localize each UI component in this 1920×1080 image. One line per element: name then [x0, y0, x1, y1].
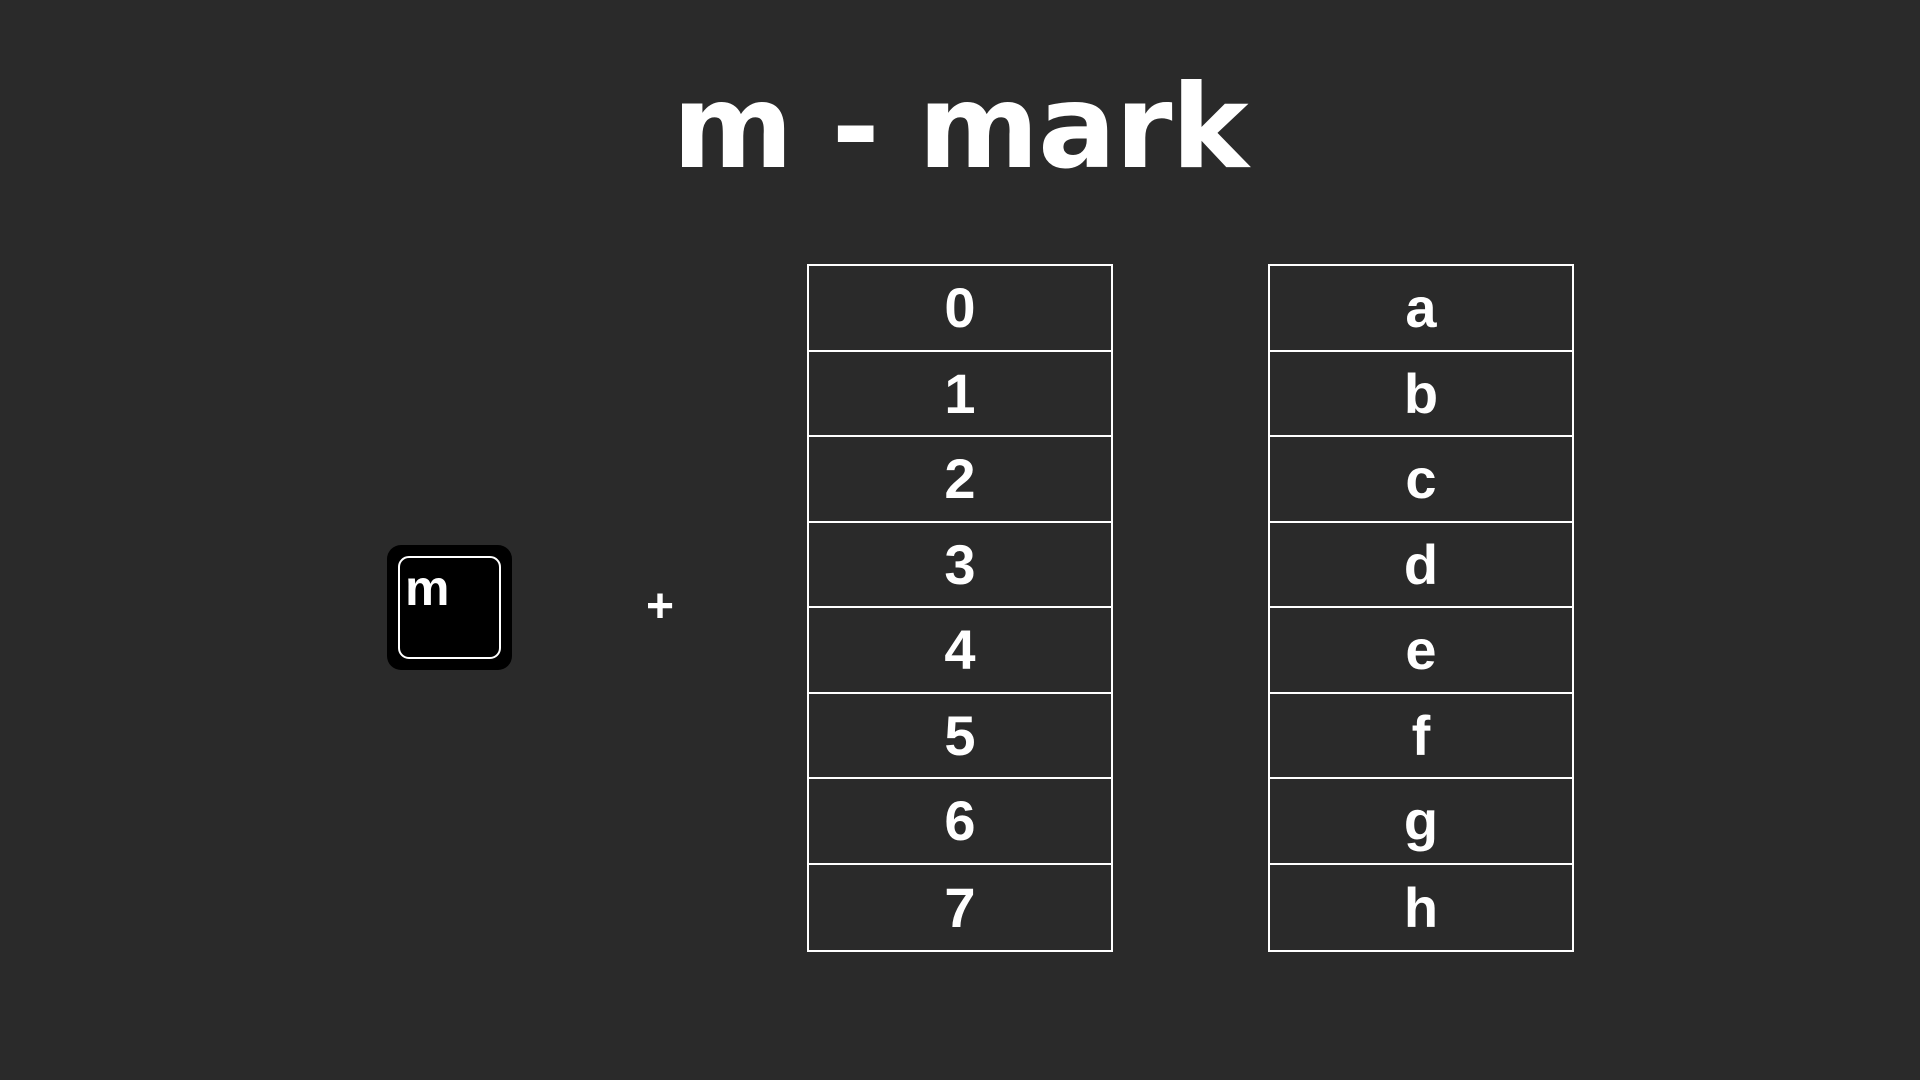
register-cell-letter: c	[1270, 437, 1572, 523]
register-cell-number: 7	[944, 875, 976, 939]
register-cell-number: 6	[809, 779, 1111, 865]
register-cell-number: 5	[809, 694, 1111, 779]
register-column-numbers: 0 1 2 3 4 5 6 7	[807, 264, 1113, 952]
register-cell-number: 1	[809, 352, 1111, 437]
keyboard-key-m: m	[387, 545, 512, 670]
register-cell-letter: e	[1270, 608, 1572, 694]
register-cell-letter: f	[1270, 694, 1572, 779]
register-cell-number: 0	[809, 266, 1111, 352]
key-cap-outline: m	[398, 556, 501, 659]
register-cell-number: 4	[809, 608, 1111, 694]
register-cell-letter: h	[1403, 875, 1439, 939]
key-label: m	[405, 560, 450, 616]
register-cell-letter: g	[1270, 779, 1572, 865]
register-cell-letter: a	[1270, 266, 1572, 352]
register-column-letters: a b c d e f g h	[1268, 264, 1574, 952]
register-cell-number: 2	[809, 437, 1111, 523]
register-cell-letter: b	[1270, 352, 1572, 437]
slide-title: m - mark	[672, 60, 1248, 195]
register-cell-letter: d	[1270, 523, 1572, 608]
plus-sign: +	[645, 580, 675, 633]
register-cell-number: 3	[809, 523, 1111, 608]
